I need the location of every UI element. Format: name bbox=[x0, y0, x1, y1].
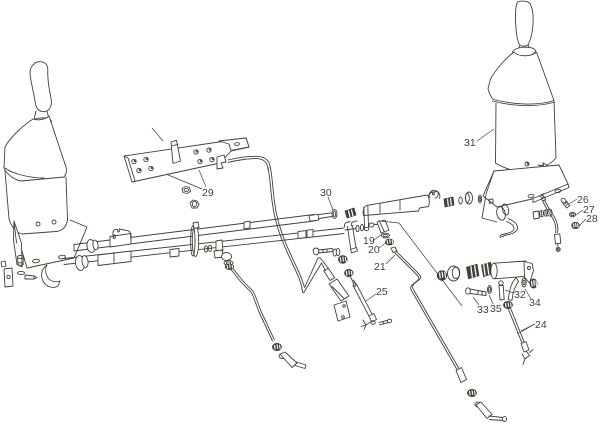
svg-text:25: 25 bbox=[376, 286, 388, 298]
svg-text:20: 20 bbox=[368, 244, 380, 256]
svg-text:34: 34 bbox=[529, 297, 541, 309]
svg-text:29: 29 bbox=[202, 187, 214, 199]
svg-text:32: 32 bbox=[514, 289, 526, 301]
svg-text:35: 35 bbox=[490, 303, 502, 315]
svg-text:28: 28 bbox=[586, 213, 598, 225]
svg-text:21: 21 bbox=[374, 261, 386, 273]
svg-text:31: 31 bbox=[464, 137, 476, 149]
svg-text:24: 24 bbox=[535, 319, 547, 331]
svg-text:26: 26 bbox=[577, 194, 589, 206]
svg-text:27: 27 bbox=[583, 204, 595, 216]
svg-text:30: 30 bbox=[320, 187, 332, 199]
svg-text:19: 19 bbox=[363, 235, 375, 247]
svg-text:33: 33 bbox=[477, 304, 489, 316]
